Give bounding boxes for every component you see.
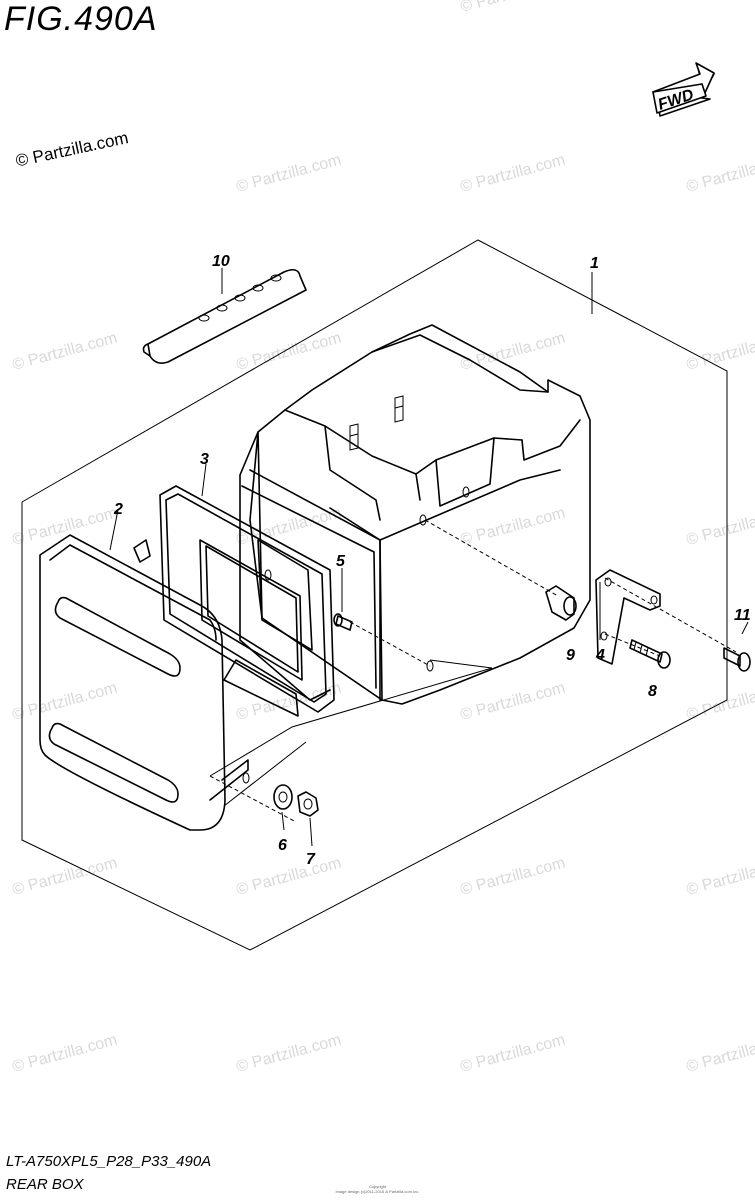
watermark: © Partzilla.com: [459, 152, 568, 196]
assembly-frame: [21, 239, 728, 951]
callout-11: 11: [734, 607, 751, 624]
callout-3: 3: [200, 451, 209, 468]
watermark: © Partzilla.com: [459, 330, 568, 374]
watermark: © Partzilla.com: [459, 1032, 568, 1076]
watermark: © Partzilla.com: [235, 152, 344, 196]
callout-8: 8: [648, 683, 657, 700]
watermark: © Partzilla.com: [459, 0, 568, 16]
watermark: © Partzilla.com: [459, 855, 568, 899]
bracket-plate: [595, 569, 661, 665]
fwd-arrow-icon: FWD: [652, 62, 715, 117]
callout-1: 1: [590, 255, 599, 272]
figure-title: FIG.490A: [4, 0, 158, 38]
rear-box-body: [223, 324, 591, 717]
diagram-name: REAR BOX: [6, 1176, 84, 1193]
watermark: © Partzilla.com: [235, 1032, 344, 1076]
flange-bolt: [723, 647, 751, 672]
model-code: LT-A750XPL5_P28_P33_490A: [6, 1153, 212, 1170]
callout-9: 9: [566, 647, 575, 664]
strap-bracket: [142, 268, 307, 364]
fine-print-line-1: Copyright: [368, 1184, 387, 1189]
watermark: © Partzilla.com: [685, 855, 755, 899]
watermark: © Partzilla.com: [459, 505, 568, 549]
watermark: © Partzilla.com: [11, 330, 120, 374]
callout-6: 6: [278, 837, 287, 854]
callout-2: 2: [113, 501, 123, 518]
rear-cover: [39, 534, 250, 831]
screw: [333, 613, 353, 631]
grommet: [545, 585, 577, 621]
callout-4: 4: [595, 647, 605, 664]
gasket-frame: [159, 485, 335, 713]
watermark: © Partzilla.com: [685, 152, 755, 196]
callout-7: 7: [306, 851, 316, 868]
watermark: © Partzilla.com: [235, 0, 344, 4]
callout-10: 10: [212, 253, 230, 270]
watermark: © Partzilla.com: [459, 680, 568, 724]
watermark: © Partzilla.com: [685, 505, 755, 549]
fine-print-line-2: Image design (c)2011-2015 & Partzilla.co…: [335, 1189, 420, 1194]
watermark: © Partzilla.com: [235, 855, 344, 899]
washer: [273, 784, 293, 810]
watermark: © Partzilla.com: [11, 680, 120, 724]
nut: [281, 791, 319, 847]
watermark: © Partzilla.com: [11, 1032, 120, 1076]
watermark: © Partzilla.com: [685, 1032, 755, 1076]
callout-5: 5: [336, 553, 346, 570]
watermark: © Partzilla.com: [235, 330, 344, 374]
watermark: © Partzilla.com: [11, 505, 120, 549]
bolt: [629, 639, 671, 669]
